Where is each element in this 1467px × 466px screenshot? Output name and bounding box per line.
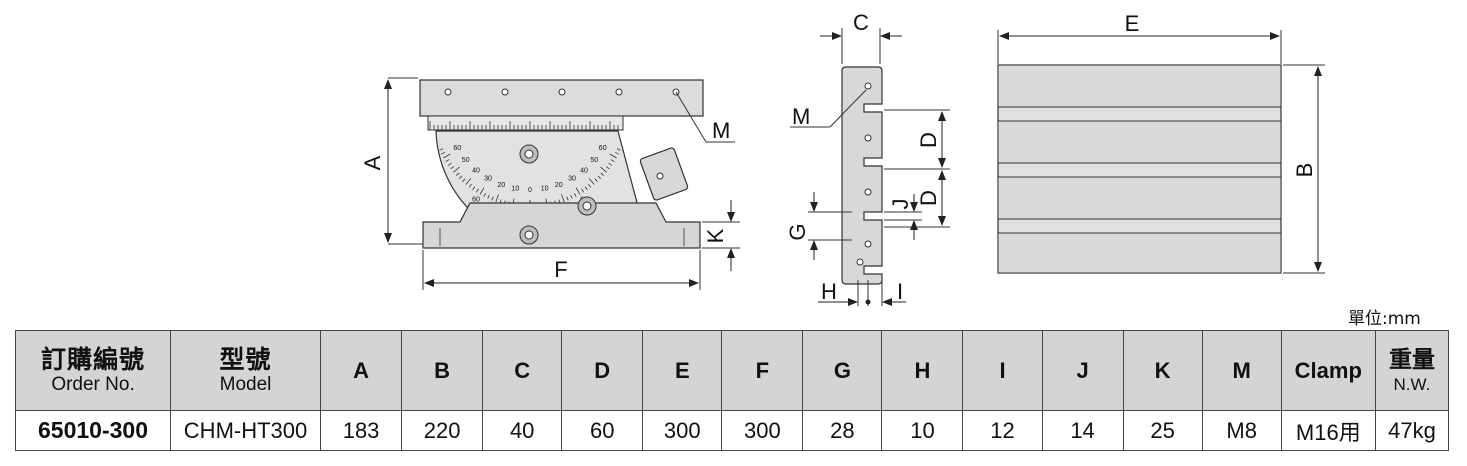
header-weight-zh: 重量: [1388, 346, 1435, 373]
scale-label: 50: [462, 157, 470, 164]
dim-label-h: H: [821, 279, 837, 304]
cell-order-no: 65010-300: [14, 410, 172, 451]
clamp-knob: [639, 147, 689, 201]
scale-label: 50: [590, 157, 598, 164]
cell-h: 10: [881, 410, 964, 451]
spec-table: 訂購編號 Order No. 型號 Model A B C D E F G H …: [14, 330, 1450, 451]
header-weight-en: N.W.: [1393, 374, 1431, 394]
dim-label-m-side: M: [792, 104, 810, 129]
cell-e: 300: [642, 410, 723, 451]
scale-label: 40: [472, 167, 480, 174]
dim-label-b: B: [1292, 163, 1317, 178]
side-plate: [841, 66, 883, 285]
cell-a: 183: [320, 410, 403, 451]
base: [422, 202, 701, 249]
table-row: 65010-300 CHM-HT300 183 220 40 60 300 30…: [14, 410, 1450, 451]
cell-m: M8: [1201, 410, 1282, 451]
cell-weight: 47kg: [1374, 410, 1450, 451]
scale-label: 60: [453, 145, 461, 152]
hole-4: [615, 88, 623, 96]
scale-label: 30: [484, 176, 492, 183]
header-order-no-en: Order No.: [51, 373, 135, 395]
cell-k: 25: [1122, 410, 1203, 451]
technical-drawing: A 6050403020100102030405060603003060: [360, 10, 1325, 306]
cell-g: 28: [802, 410, 883, 451]
scale-label: 30: [568, 176, 576, 183]
unit-label: 單位:mm: [1348, 309, 1421, 329]
header-order-no-zh: 訂購編號: [41, 344, 146, 374]
scale-label: 20: [555, 182, 563, 189]
top-view: E B: [997, 11, 1325, 274]
cell-b: 220: [401, 410, 484, 451]
cell-c: 40: [482, 410, 563, 451]
scale-label: 20: [497, 182, 505, 189]
header-f: F: [721, 330, 804, 411]
hole-2: [501, 88, 509, 96]
scale-label: 10: [541, 186, 549, 193]
header-e: E: [642, 330, 723, 411]
bolt-1: [519, 144, 539, 164]
scale-label: 60: [599, 145, 607, 152]
dim-label-a: A: [360, 155, 385, 170]
header-h: H: [881, 330, 964, 411]
side-view: C M D D J G: [785, 10, 950, 306]
hole-1: [444, 88, 452, 96]
dim-label-f: F: [554, 257, 567, 282]
dim-label-k: K: [703, 228, 728, 243]
cell-f: 300: [721, 410, 804, 451]
cell-j: 14: [1041, 410, 1124, 451]
cell-model: CHM-HT300: [170, 410, 322, 451]
header-j: J: [1041, 330, 1124, 411]
dim-label-i: I: [897, 279, 903, 304]
header-model-zh: 型號: [219, 344, 272, 374]
bolt-2: [577, 196, 597, 216]
header-weight: 重量 N.W.: [1374, 330, 1450, 411]
dim-label-d1: D: [916, 132, 941, 148]
front-view: A 6050403020100102030405060603003060: [360, 77, 740, 290]
scale-label-inner: 60: [472, 197, 480, 204]
header-b: B: [401, 330, 484, 411]
cell-i: 12: [962, 410, 1043, 451]
scale-label: 0: [528, 187, 532, 194]
cell-d: 60: [561, 410, 644, 451]
header-g: G: [802, 330, 883, 411]
header-row: 訂購編號 Order No. 型號 Model A B C D E F G H …: [14, 330, 1450, 411]
header-i: I: [962, 330, 1043, 411]
header-d: D: [561, 330, 644, 411]
header-a: A: [320, 330, 403, 411]
header-order-no: 訂購編號 Order No.: [14, 330, 172, 411]
hole-3: [558, 88, 566, 96]
tilting-sector: [435, 130, 641, 215]
bolt-3: [519, 225, 539, 245]
header-model-en: Model: [219, 373, 272, 395]
header-k: K: [1122, 330, 1203, 411]
top-table: [419, 79, 704, 117]
dim-label-c: C: [853, 10, 869, 35]
dim-label-g: G: [785, 223, 810, 240]
dim-label-e: E: [1125, 11, 1140, 36]
header-c: C: [482, 330, 563, 411]
header-model: 型號 Model: [170, 330, 322, 411]
dim-label-m-front: M: [712, 118, 730, 143]
header-m: M: [1201, 330, 1282, 411]
header-clamp: Clamp: [1280, 330, 1376, 411]
scale-label: 40: [580, 167, 588, 174]
cell-clamp: M16用: [1280, 410, 1376, 451]
dim-label-j: J: [888, 199, 913, 210]
dim-label-d2: D: [916, 190, 941, 206]
scale-label: 10: [512, 186, 520, 193]
